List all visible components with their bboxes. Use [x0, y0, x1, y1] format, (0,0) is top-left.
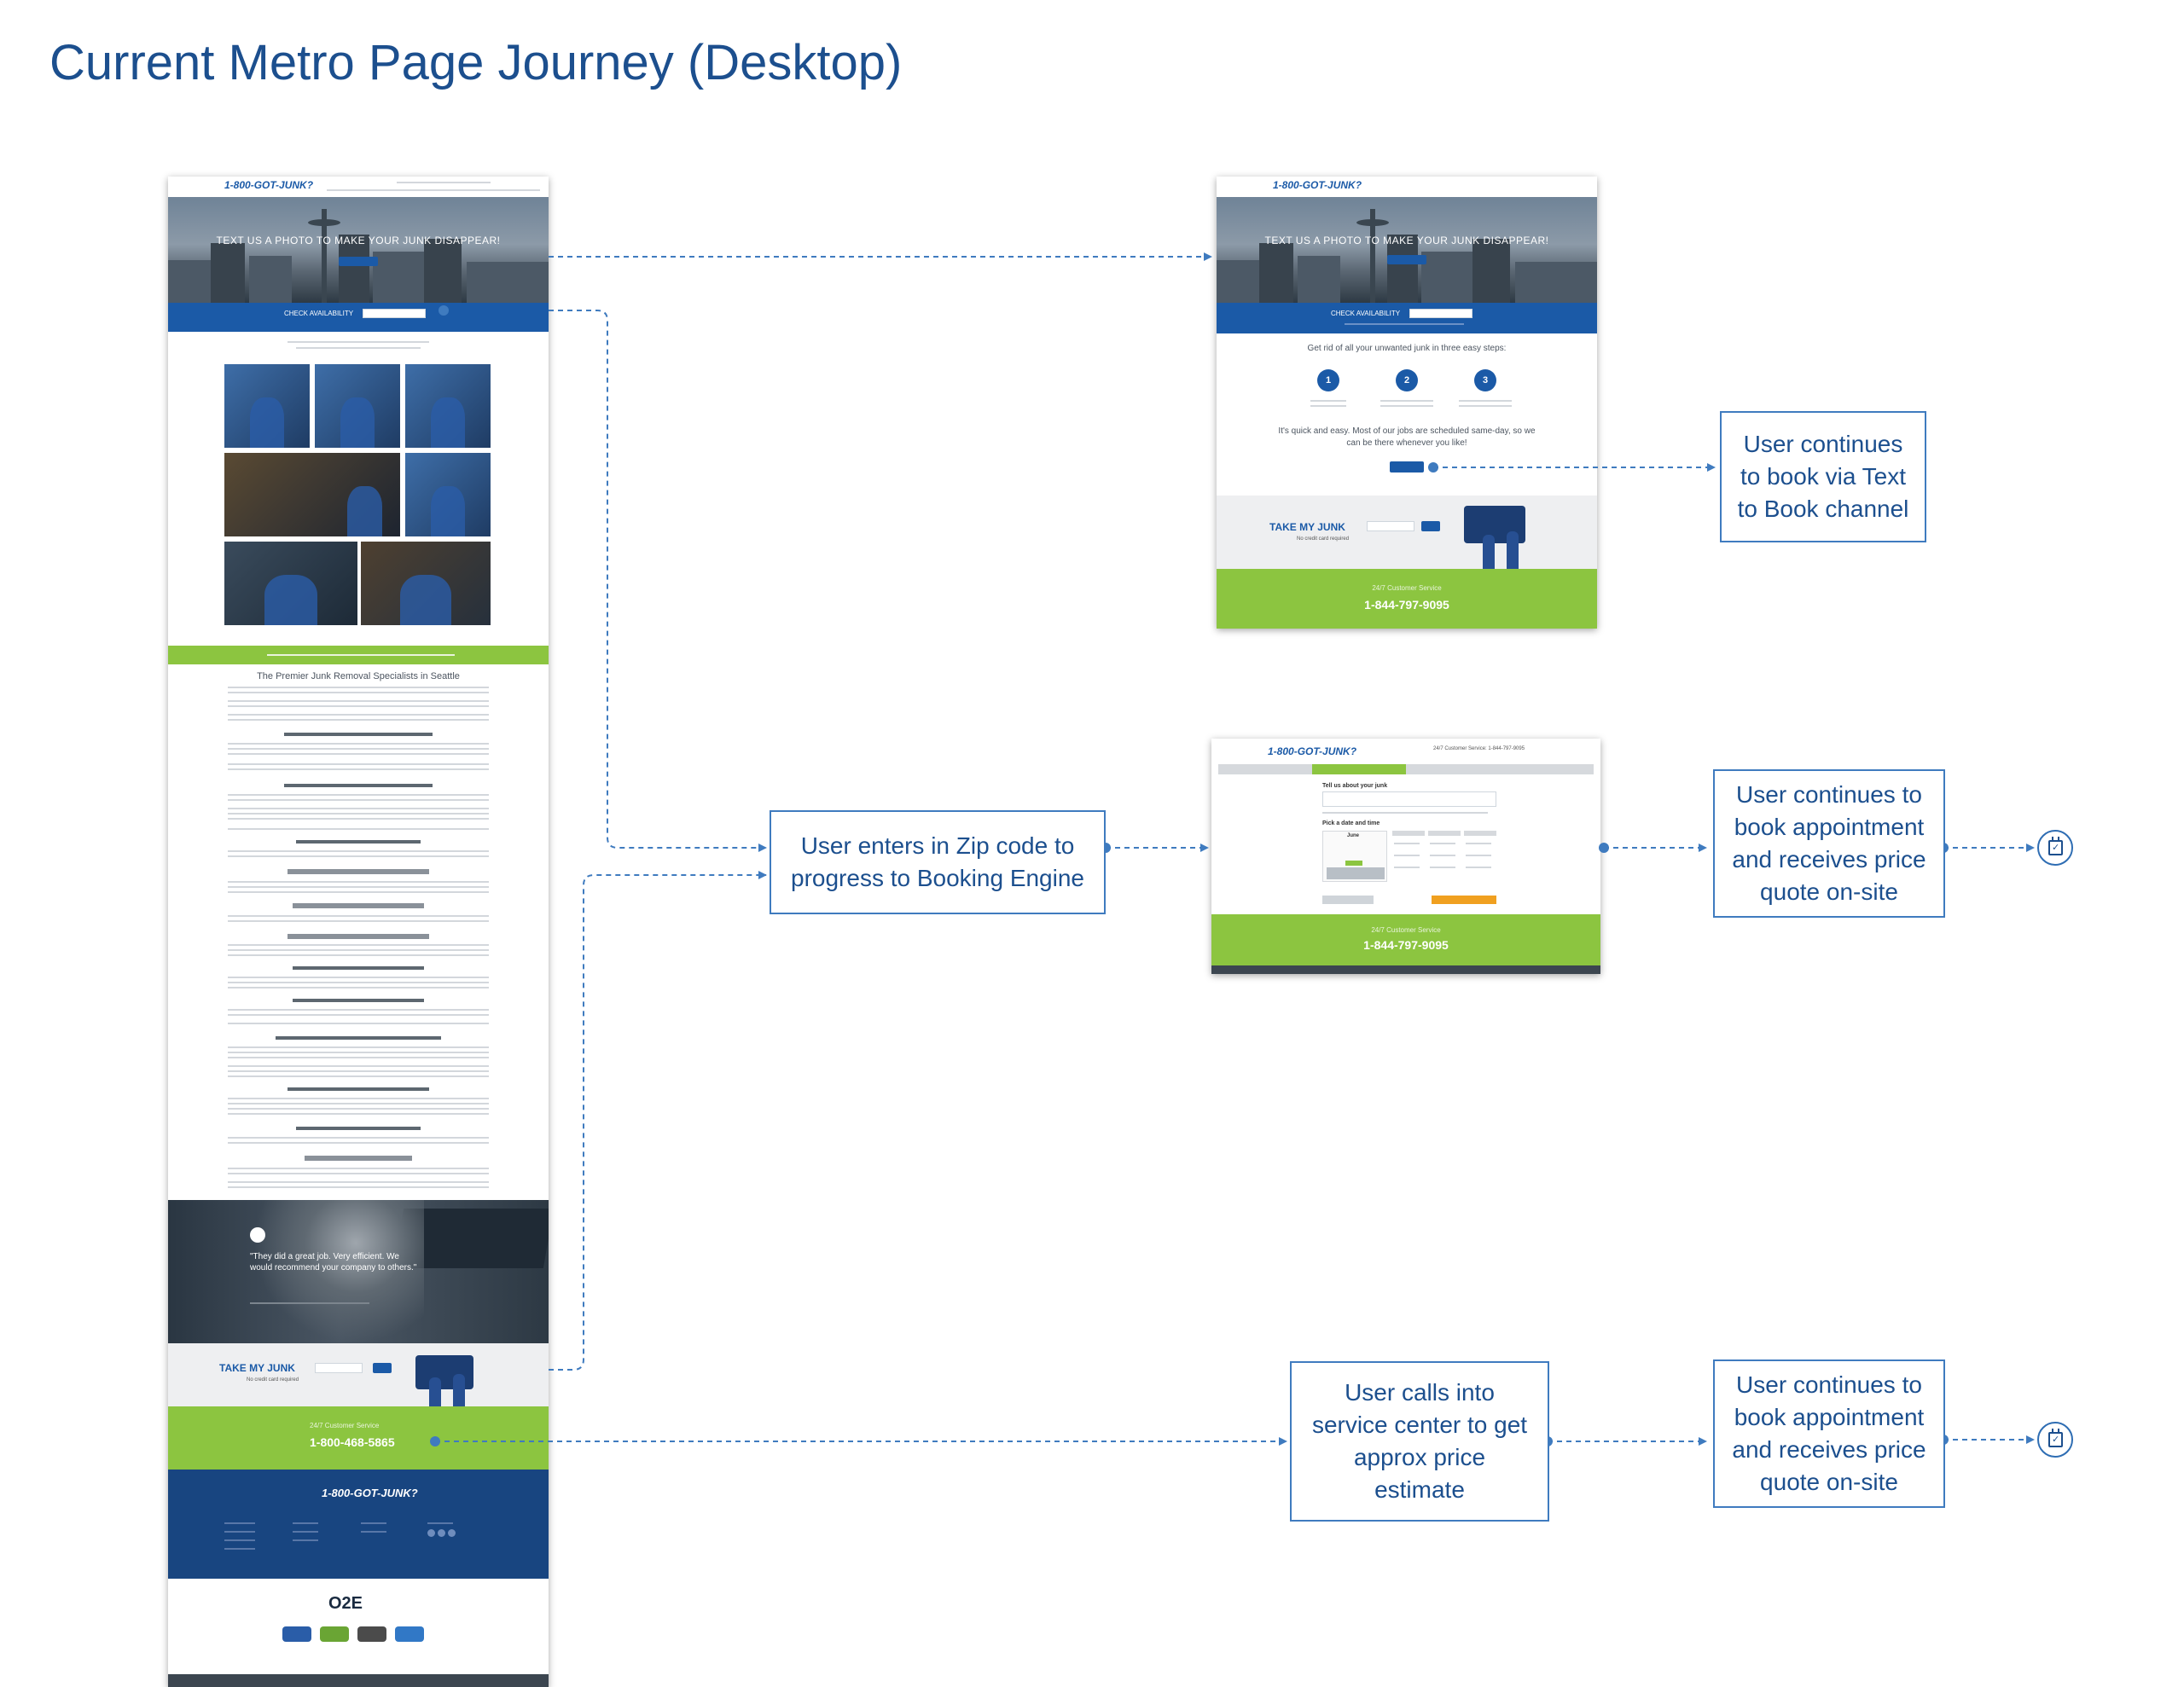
- t2b-hero: TEXT US A PHOTO TO MAKE YOUR JUNK DISAPP…: [1217, 197, 1597, 303]
- booking-calendar[interactable]: June: [1322, 831, 1387, 882]
- booking-engine-screenshot: 1-800-GOT-JUNK? 24/7 Customer Service: 1…: [1211, 739, 1600, 974]
- metro-footer-logo: 1-800-GOT-JUNK?: [322, 1487, 418, 1499]
- booking-phone-band: 24/7 Customer Service 1-844-797-9095: [1211, 914, 1600, 965]
- metro-main-heading: The Premier Junk Removal Specialists in …: [257, 671, 460, 681]
- metro-service-tile[interactable]: [224, 364, 310, 448]
- step-2-badge: 2: [1396, 369, 1418, 391]
- metro-header: 1-800-GOT-JUNK?: [168, 177, 549, 197]
- booking-slots[interactable]: [1392, 831, 1496, 882]
- t2b-logo: 1-800-GOT-JUNK?: [1273, 179, 1362, 191]
- booking-appointment-step-box: User continues to book appointment and r…: [1713, 769, 1945, 918]
- metro-zip-input[interactable]: [363, 309, 426, 318]
- metro-take-my-junk: TAKE MY JUNK: [219, 1362, 295, 1374]
- booking-back-button[interactable]: [1322, 896, 1374, 904]
- metro-service-tile[interactable]: [315, 364, 400, 448]
- booking-junk-textarea[interactable]: [1322, 791, 1496, 807]
- calendar-month: June: [1347, 833, 1360, 838]
- metro-hero: TEXT US A PHOTO TO MAKE YOUR JUNK DISAPP…: [168, 197, 549, 303]
- t2b-steps-heading: Get rid of all your unwanted junk in thr…: [1307, 344, 1507, 353]
- t2b-customer-service: 24/7 Customer Service: [1372, 584, 1442, 592]
- social-icon[interactable]: [427, 1529, 435, 1537]
- metro-service-tile[interactable]: [361, 542, 491, 625]
- text-to-book-screenshot: 1-800-GOT-JUNK? TEXT US A PHOTO TO MAKE …: [1217, 177, 1597, 629]
- t2b-phone-band: 24/7 Customer Service 1-844-797-9095: [1217, 569, 1597, 629]
- t2b-zip-input-bottom[interactable]: [1367, 521, 1414, 531]
- t2b-hero-cta[interactable]: [1387, 255, 1426, 264]
- call-center-step-box: User calls into service center to get ap…: [1290, 1361, 1549, 1522]
- metro-phone: 1-800-468-5865: [310, 1435, 395, 1449]
- booking-phone: 1-844-797-9095: [1363, 938, 1449, 952]
- t2b-go-button[interactable]: [1421, 521, 1440, 531]
- social-icon[interactable]: [438, 1529, 445, 1537]
- quote-icon: [250, 1227, 265, 1243]
- metro-go-button[interactable]: [373, 1363, 392, 1373]
- t2b-zip-input[interactable]: [1409, 309, 1472, 318]
- metro-customer-service: 24/7 Customer Service: [310, 1422, 380, 1429]
- calendar-check-icon: [2037, 830, 2073, 866]
- metro-no-credit: No credit card required: [247, 1377, 299, 1383]
- step-3-badge: 3: [1474, 369, 1496, 391]
- metro-bottom-bar: [168, 1674, 549, 1687]
- t2b-no-credit: No credit card required: [1297, 536, 1350, 542]
- booking-progress: [1218, 764, 1594, 774]
- booking-bottom-bar: [1211, 965, 1600, 974]
- metro-phone-band: 24/7 Customer Service 1-800-468-5865: [168, 1406, 549, 1470]
- zip-code-step-box: User enters in Zip code to progress to B…: [770, 810, 1106, 914]
- connector-availability-to-zip: [549, 310, 767, 852]
- social-icon[interactable]: [448, 1529, 456, 1537]
- metro-footer: 1-800-GOT-JUNK?: [168, 1470, 549, 1579]
- o2e-logo: O2E: [328, 1594, 363, 1613]
- metro-service-tile[interactable]: [405, 453, 491, 536]
- booking-tell-us: Tell us about your junk: [1322, 783, 1388, 789]
- t2b-check-availability: CHECK AVAILABILITY: [1331, 310, 1401, 317]
- metro-green-nav: [168, 646, 549, 664]
- metro-hero-cta[interactable]: [339, 257, 378, 266]
- metro-check-availability: CHECK AVAILABILITY: [284, 310, 354, 317]
- call-appointment-step-box: User continues to book appointment and r…: [1713, 1359, 1945, 1508]
- t2b-text-button[interactable]: [1390, 461, 1424, 472]
- page-title: Current Metro Page Journey (Desktop): [49, 35, 903, 90]
- booking-pick-date: Pick a date and time: [1322, 820, 1380, 826]
- metro-availability-bar: CHECK AVAILABILITY: [168, 303, 549, 332]
- t2b-hero-text: TEXT US A PHOTO TO MAKE YOUR JUNK DISAPP…: [1264, 235, 1549, 246]
- metro-service-tile[interactable]: [405, 364, 491, 448]
- metro-zip-input-bottom[interactable]: [315, 1363, 363, 1373]
- booking-customer-service: 24/7 Customer Service: [1371, 926, 1441, 934]
- metro-service-tile[interactable]: [224, 542, 357, 625]
- metro-testimonial: "They did a great job. Very efficient. W…: [168, 1200, 549, 1343]
- t2b-phone: 1-844-797-9095: [1364, 598, 1449, 612]
- t2b-blurb: It's quick and easy. Most of our jobs ar…: [1278, 426, 1536, 448]
- calendar-check-icon: [2037, 1422, 2073, 1458]
- metro-service-tile[interactable]: [224, 453, 400, 536]
- metro-testimonial-text: "They did a great job. Very efficient. W…: [250, 1252, 417, 1272]
- t2b-availability-bar: CHECK AVAILABILITY: [1217, 303, 1597, 333]
- step-1-badge: 1: [1317, 369, 1339, 391]
- metro-take-my-junk-band: TAKE MY JUNK No credit card required: [168, 1343, 549, 1406]
- t2b-take-my-junk-band: TAKE MY JUNK No credit card required: [1217, 496, 1597, 569]
- text-to-book-step-box: User continues to book via Text to Book …: [1720, 411, 1926, 542]
- metro-hero-text: TEXT US A PHOTO TO MAKE YOUR JUNK DISAPP…: [216, 235, 501, 246]
- booking-next-button[interactable]: [1432, 896, 1496, 904]
- booking-logo: 1-800-GOT-JUNK?: [1268, 745, 1357, 757]
- metro-logo: 1-800-GOT-JUNK?: [224, 179, 314, 191]
- t2b-take-my-junk: TAKE MY JUNK: [1269, 521, 1345, 533]
- booking-header-service: 24/7 Customer Service: 1-844-797-9095: [1433, 746, 1525, 751]
- connector-takemyjunk-to-zip: [549, 871, 767, 1371]
- metro-page-screenshot: 1-800-GOT-JUNK? TEXT US A PHOTO TO MAKE …: [168, 177, 549, 1687]
- metro-o2e-band: O2E: [168, 1579, 549, 1674]
